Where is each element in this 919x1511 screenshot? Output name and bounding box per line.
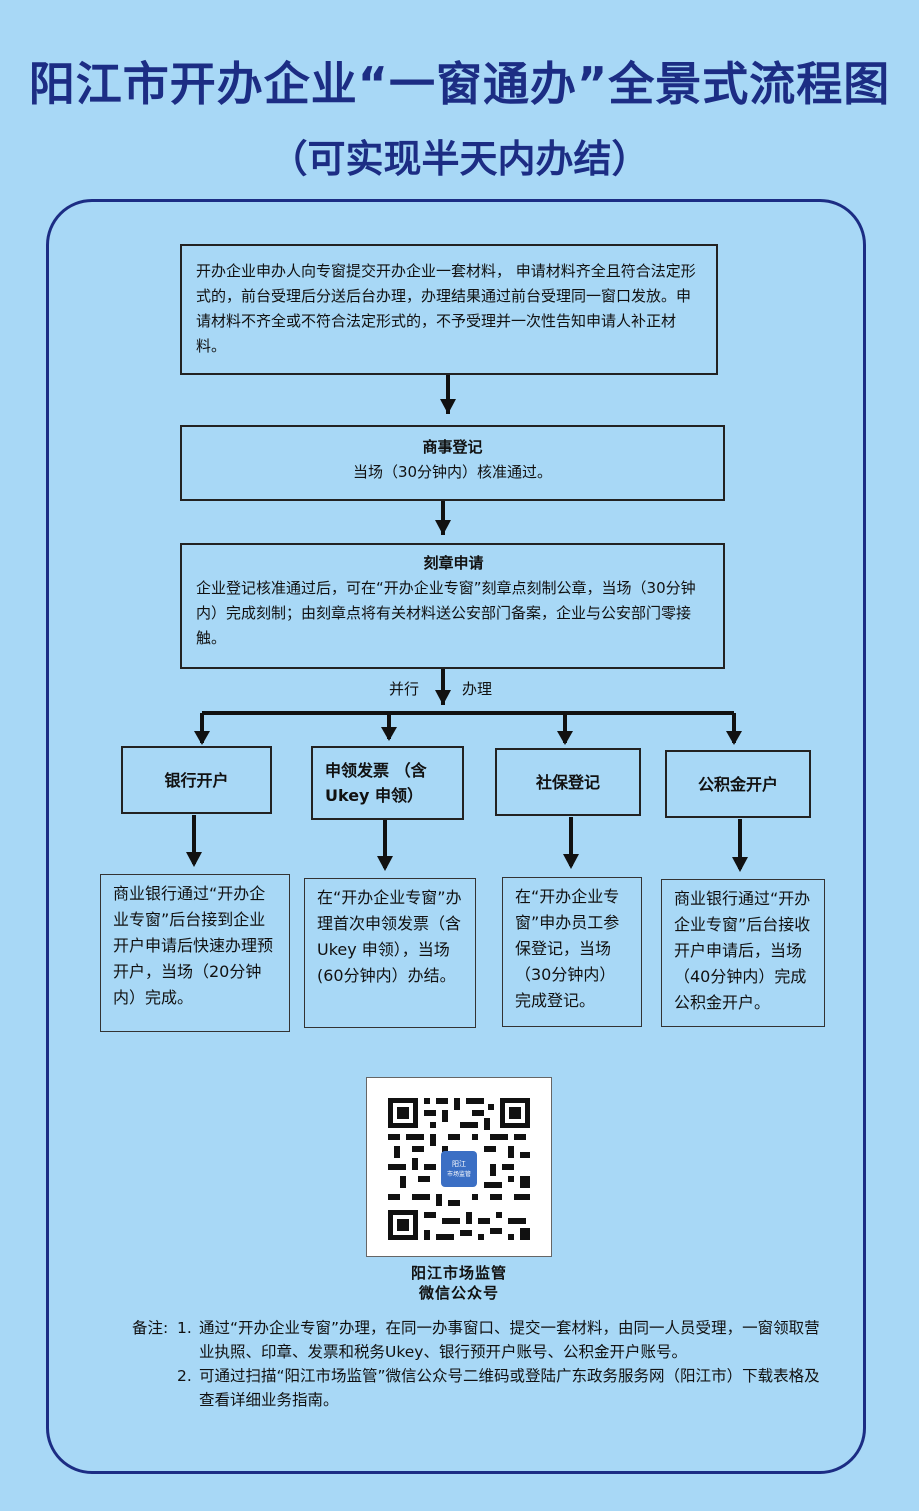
fund-detail-text: 商业银行通过“开办企业专窗”后台接收开户申请后，当场（40分钟内）完成公积金开户… [674, 889, 811, 1012]
arrowhead-3 [435, 690, 451, 705]
arrowhead-bank [194, 731, 210, 745]
arrowhead-bank-detail [186, 852, 202, 867]
social-detail-text: 在“开办企业专窗”申办员工参保登记，当场（30分钟内）完成登记。 [515, 887, 620, 1010]
notes-head: 备注: [132, 1319, 169, 1337]
qr-center-label-2: 市场监管 [447, 1170, 471, 1178]
page-subtitle: （可实现半天内办结） [269, 137, 650, 181]
branch-invoice: 申领发票 （含Ukey 申领） [311, 746, 464, 820]
arrowhead-social-detail [563, 854, 579, 869]
parallel-label-right: 办理 [462, 680, 493, 698]
arrowhead-invoice-detail [377, 856, 393, 871]
bank-detail-text: 商业银行通过“开办企业专窗”后台接到企业开户申请后快速办理预开户，当场（20分钟… [113, 884, 274, 1007]
note-number-1: 1. [177, 1319, 192, 1337]
step-seal-application: 刻章申请 企业登记核准通过后，可在“开办企业专窗”刻章点刻制公章，当场（30分钟… [180, 543, 725, 669]
flowchart-frame [46, 199, 866, 1474]
branch-bank-account: 银行开户 [121, 746, 272, 814]
step-registration-text: 当场（30分钟内）核准通过。 [352, 463, 553, 481]
branch-social-insurance: 社保登记 [495, 748, 641, 816]
arrowhead-2 [435, 520, 451, 535]
note-item-1: 备注: 1. 通过“开办企业专窗”办理，在同一办事窗口、提交一套材料，由同一人员… [132, 1316, 822, 1364]
step-submit-materials: 开办企业申办人向专窗提交开办企业一套材料， 申请材料齐全且符合法定形式的，前台受… [180, 244, 718, 375]
branch-invoice-title: 申领发票 （含Ukey 申领） [325, 761, 427, 805]
qr-code-image[interactable]: 阳江 市场监管 [384, 1094, 534, 1244]
page-title: 阳江市开办企业“一窗通办”全景式流程图 [28, 57, 891, 111]
flow-connectors [186, 374, 748, 872]
arrowhead-fund-detail [732, 857, 748, 872]
note-number-2: 2. [177, 1367, 192, 1385]
notes-section: 备注: 1. 通过“开办企业专窗”办理，在同一办事窗口、提交一套材料，由同一人员… [132, 1316, 822, 1412]
step-seal-text: 企业登记核准通过后，可在“开办企业专窗”刻章点刻制公章，当场（30分钟内）完成刻… [196, 579, 696, 647]
note-text-2: 可通过扫描“阳江市场监管”微信公众号二维码或登陆广东政务服务网（阳江市）下载表格… [199, 1367, 820, 1409]
qr-caption: 阳江市场监管 微信公众号 [366, 1263, 552, 1303]
parallel-label-left: 并行 [389, 680, 420, 698]
arrowhead-fund [726, 731, 742, 745]
branch-bank-detail: 商业银行通过“开办企业专窗”后台接到企业开户申请后快速办理预开户，当场（20分钟… [100, 874, 290, 1032]
branch-fund-title: 公积金开户 [697, 774, 778, 794]
note-text-1: 通过“开办企业专窗”办理，在同一办事窗口、提交一套材料，由同一人员受理，一窗领取… [199, 1319, 820, 1361]
note-item-2: 2. 可通过扫描“阳江市场监管”微信公众号二维码或登陆广东政务服务网（阳江市）下… [132, 1364, 822, 1412]
invoice-detail-text: 在“开办企业专窗”办理首次申领发票（含 Ukey 申领），当场(60分钟内）办结… [317, 888, 462, 985]
branch-social-title: 社保登记 [535, 772, 600, 792]
branch-bank-title: 银行开户 [164, 770, 229, 790]
step-registration-title: 商事登记 [422, 438, 483, 456]
branch-invoice-detail: 在“开办企业专窗”办理首次申领发票（含 Ukey 申领），当场(60分钟内）办结… [304, 878, 476, 1028]
qr-code-card: 阳江 市场监管 [366, 1077, 552, 1257]
branch-housing-fund: 公积金开户 [665, 750, 811, 818]
step-submit-text: 开办企业申办人向专窗提交开办企业一套材料， 申请材料齐全且符合法定形式的，前台受… [196, 262, 696, 355]
step-commercial-registration: 商事登记 当场（30分钟内）核准通过。 [180, 425, 725, 501]
qr-center-label-1: 阳江 [452, 1159, 466, 1168]
arrowhead-1 [440, 399, 456, 414]
arrowhead-invoice [381, 727, 397, 741]
step-seal-title: 刻章申请 [423, 554, 484, 572]
branch-fund-detail: 商业银行通过“开办企业专窗”后台接收开户申请后，当场（40分钟内）完成公积金开户… [661, 879, 825, 1027]
qr-caption-line1: 阳江市场监管 [410, 1264, 507, 1282]
branch-social-detail: 在“开办企业专窗”申办员工参保登记，当场（30分钟内）完成登记。 [502, 877, 642, 1027]
arrowhead-social [557, 731, 573, 745]
qr-caption-line2: 微信公众号 [418, 1284, 499, 1302]
